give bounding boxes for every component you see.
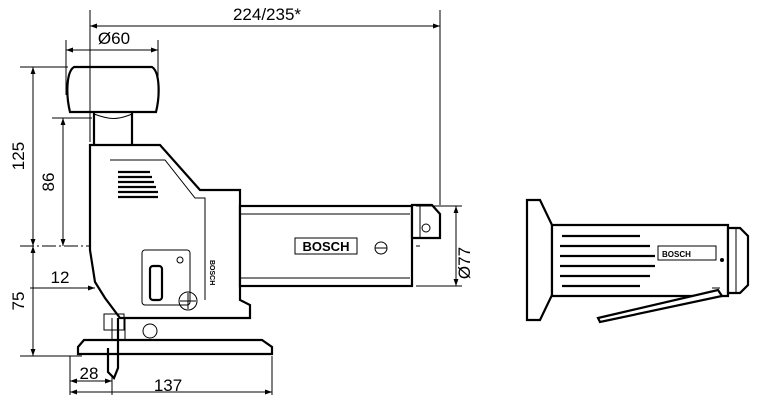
label-blade-offset: 28 — [80, 364, 99, 383]
top-vent-slots — [560, 234, 655, 288]
rear-cap — [410, 203, 442, 240]
label-knob-diameter: Ø60 — [98, 29, 130, 48]
svg-text:BOSCH: BOSCH — [208, 260, 215, 285]
saw-blade — [106, 348, 120, 380]
label-height-lower: 75 — [9, 292, 28, 311]
top-body — [550, 223, 730, 298]
knob — [66, 65, 160, 114]
switch-panel — [141, 249, 191, 306]
top-brand-logo: BOSCH — [662, 250, 691, 259]
label-body-diameter: Ø77 — [455, 247, 474, 279]
label-height-top: 125 — [9, 142, 28, 170]
base-plate — [76, 338, 274, 356]
motor-housing — [88, 143, 252, 320]
dimension-labels: 224/235* Ø60 125 86 75 12 28 137 Ø77 — [9, 5, 474, 395]
top-view: BOSCH — [525, 198, 750, 324]
label-offset: 12 — [51, 268, 70, 287]
cylinder-body — [238, 204, 414, 288]
label-base-length: 137 — [154, 376, 182, 395]
label-height-mid: 86 — [39, 173, 58, 192]
side-view: BOSCH BOSCH — [20, 65, 442, 380]
top-rear-cap — [726, 226, 750, 295]
vent-slots — [118, 170, 158, 199]
top-lever — [596, 288, 724, 324]
adjust-knob — [178, 291, 198, 311]
top-knob — [525, 198, 554, 322]
label-overall-length: 224/235* — [233, 5, 301, 24]
dimension-lines — [30, 23, 459, 395]
side-brand-logo: BOSCH — [303, 239, 350, 254]
